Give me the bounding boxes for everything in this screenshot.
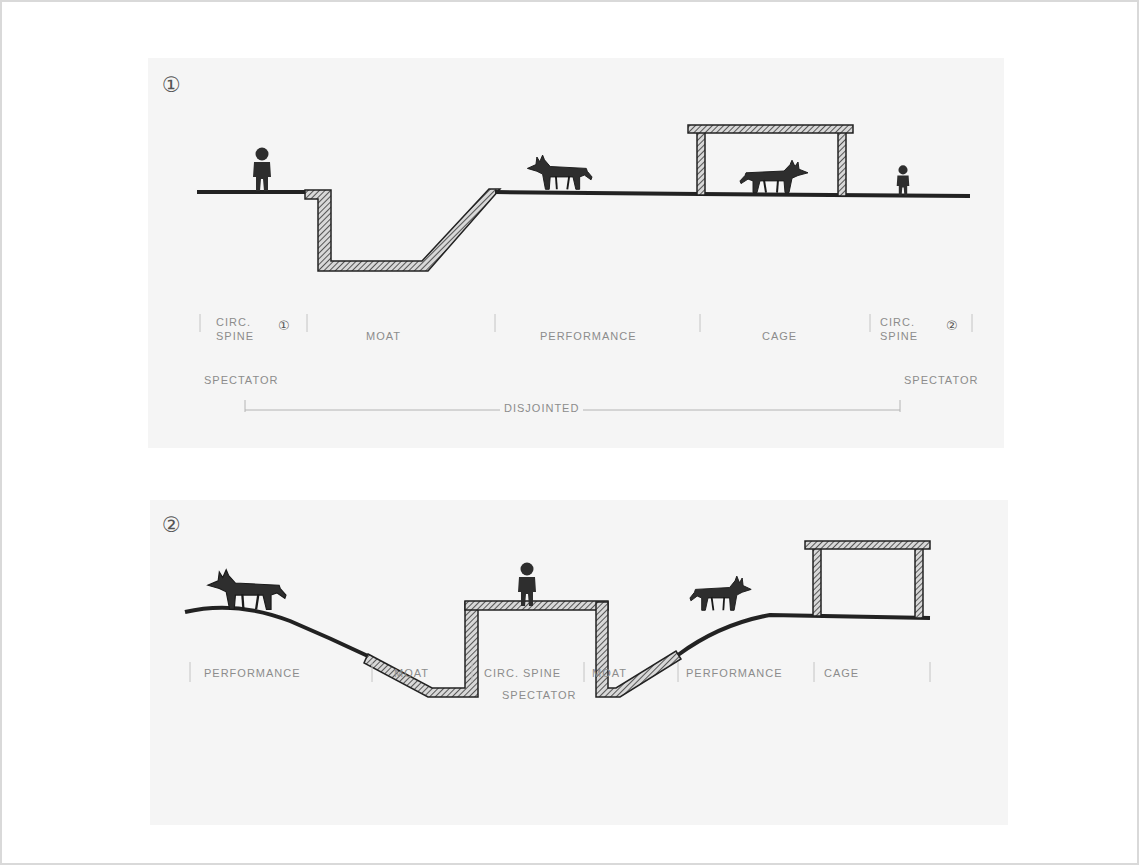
zone-label: SPECTATOR xyxy=(502,689,576,703)
ground-line xyxy=(678,615,930,655)
zone-label: CAGE xyxy=(762,330,797,344)
paper-sheet xyxy=(150,500,1008,825)
zone-label: SPECTATOR xyxy=(904,374,978,388)
callout-number: ① xyxy=(278,318,290,334)
cage-post xyxy=(838,132,846,196)
cage-post xyxy=(915,548,923,618)
zone-label: MOAT xyxy=(366,330,401,344)
zone-label: PERFORMANCE xyxy=(540,330,637,344)
span-label: DISJOINTED xyxy=(500,402,583,416)
cage-roof xyxy=(805,541,930,549)
zone-label: CAGE xyxy=(824,667,859,681)
animal-figure xyxy=(208,570,286,610)
moat-section xyxy=(596,602,681,697)
moat-section xyxy=(364,602,478,697)
ground-line xyxy=(185,608,370,657)
zone-label: CIRC. SPINE xyxy=(216,316,268,344)
animal-figure xyxy=(740,160,808,192)
ground-line xyxy=(197,190,308,194)
zone-label: PERFORMANCE xyxy=(204,667,301,681)
zone-label: MOAT xyxy=(592,667,627,681)
spectator-figure xyxy=(897,165,910,195)
animal-figure xyxy=(690,576,751,610)
callout-number: ② xyxy=(946,318,958,334)
cage-post xyxy=(813,548,821,616)
zone-ticks xyxy=(200,314,972,332)
spine-platform xyxy=(465,601,608,610)
spectator-figure xyxy=(253,148,271,192)
animal-figure xyxy=(527,155,592,189)
moat-section xyxy=(305,189,500,271)
sketch-number: ② xyxy=(162,512,181,538)
cage-post xyxy=(697,132,705,195)
zone-label: CIRC. SPINE xyxy=(484,667,561,681)
zone-label: CIRC. SPINE xyxy=(880,316,932,344)
spectator-figure xyxy=(518,563,536,607)
zone-label: PERFORMANCE xyxy=(686,667,783,681)
cage-roof xyxy=(688,125,853,133)
paper-sheet xyxy=(148,58,1004,448)
zone-label: MOAT xyxy=(394,667,429,681)
sketch-number: ① xyxy=(162,72,181,98)
zone-label: SPECTATOR xyxy=(204,374,278,388)
ground-line xyxy=(495,192,970,196)
zone-ticks xyxy=(190,662,930,682)
